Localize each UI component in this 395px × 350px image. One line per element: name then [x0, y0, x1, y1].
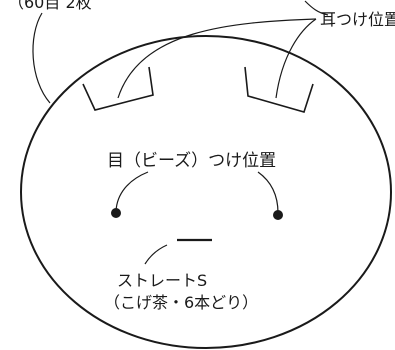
leader-arc-top: [304, 0, 329, 16]
mouth-stitch-label: ストレートS: [117, 271, 207, 290]
leader-line-eye-left: [115, 171, 149, 212]
eye-left-bead: [111, 208, 121, 218]
ear-position-label: 耳つけ位置: [320, 10, 395, 29]
face-outline: [20, 35, 392, 349]
ear-right: [244, 66, 314, 113]
eye-position-label: 目（ビーズ）つけ位置: [107, 151, 276, 171]
eye-right-bead: [273, 210, 283, 220]
ear-left: [82, 66, 154, 111]
leader-line-top-left: [32, 12, 51, 104]
leader-line-ear-right: [275, 18, 317, 99]
leader-line-ear-left: [117, 18, 317, 99]
leader-line-eye-right: [257, 171, 279, 214]
mouth-thread-label: （こげ茶・6本どり）: [104, 293, 258, 312]
top-left-label: （60目 2枚: [8, 0, 92, 12]
leader-line-mouth: [144, 244, 168, 265]
